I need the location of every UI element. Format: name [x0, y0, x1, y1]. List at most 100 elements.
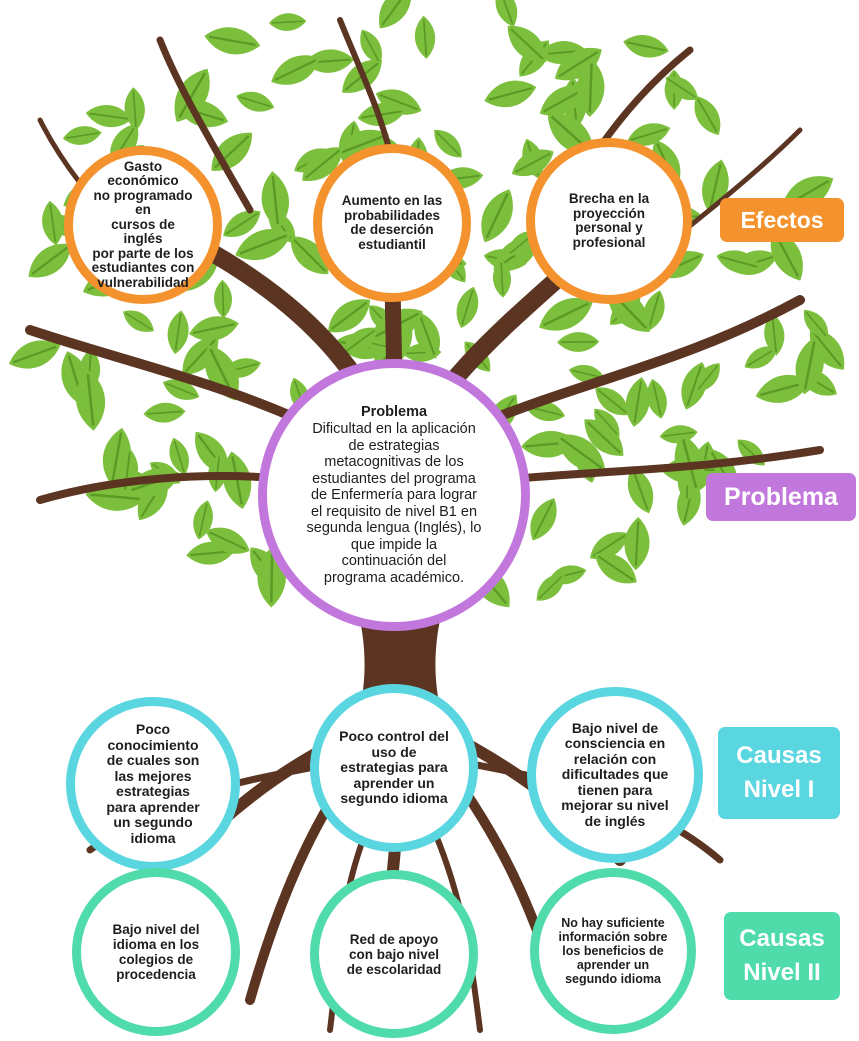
leaf [85, 105, 132, 128]
leaf [511, 149, 554, 177]
leaf [737, 439, 765, 466]
leaf [62, 126, 102, 145]
leaf [595, 553, 637, 584]
leaf [594, 408, 620, 437]
leaf [764, 313, 785, 356]
leaf [414, 311, 440, 359]
leaf [456, 286, 479, 329]
leaf [539, 85, 587, 116]
leaf [204, 27, 261, 55]
leaf [530, 498, 557, 541]
tree-branch [156, 36, 254, 214]
problem-title: Problema [360, 404, 428, 420]
effect-circle-3: Brecha en la proyección personal y profe… [526, 138, 692, 304]
effect-circle-1: Gasto económico no programado en cursos … [64, 146, 222, 304]
effect-text-2: Aumento en las probabilidades de deserci… [341, 193, 443, 252]
leaf [484, 80, 537, 108]
leaf [360, 29, 382, 64]
cause-level1-circle-2: Poco control del uso de estrategias para… [310, 684, 478, 852]
effect-circle-2: Aumento en las probabilidades de deserci… [313, 144, 471, 302]
leaf [481, 189, 513, 243]
leaf [627, 123, 671, 146]
leaf [214, 279, 232, 319]
leaf [379, 0, 412, 29]
leaf [269, 13, 307, 31]
leaf [589, 532, 629, 560]
label-effects: Efectos [720, 198, 844, 242]
label-problem: Problema [706, 473, 856, 521]
leaf [123, 310, 154, 332]
leaf [694, 96, 721, 136]
leaf [624, 516, 650, 571]
label-causes-level-2: Causas Nivel II [724, 912, 840, 1000]
leaf [536, 573, 565, 601]
cause-level1-text-3: Bajo nivel de consciencia en relación co… [561, 719, 669, 829]
cause-level1-text-1: Poco conocimiento de cuales son las mejo… [106, 721, 200, 846]
leaf [271, 55, 320, 85]
effect-text-3: Brecha en la proyección personal y profe… [568, 191, 650, 250]
cause-level1-circle-3: Bajo nivel de consciencia en relación co… [527, 687, 703, 863]
leaf [665, 76, 699, 101]
leaf [28, 243, 72, 278]
leaf [507, 25, 547, 63]
leaf [189, 316, 239, 341]
leaf [205, 527, 250, 554]
leaf [290, 236, 329, 275]
tree-branch [485, 295, 805, 425]
leaf [539, 297, 594, 331]
cause-level2-text-3: No hay suficiente información sobre los … [558, 916, 668, 986]
cause-level2-text-2: Red de apoyo con bajo nivel de escolarid… [346, 931, 442, 977]
leaf [342, 327, 378, 355]
problem-circle: Problema Dificultad en la aplicación de … [258, 359, 530, 631]
problem-text: Dificultad en la aplicación de estrategi… [306, 421, 482, 586]
leaf [595, 387, 629, 416]
cause-level2-circle-1: Bajo nivel del idioma en los colegios de… [72, 868, 240, 1036]
leaf [557, 332, 600, 352]
leaf [302, 147, 343, 181]
leaf [174, 68, 210, 122]
leaf [167, 310, 189, 355]
label-causes-level-1: Causas Nivel I [718, 727, 840, 819]
tree-branch [337, 17, 395, 163]
leaf [434, 129, 462, 158]
leaf [143, 402, 186, 423]
cause-level2-circle-2: Red de apoyo con bajo nivel de escolarid… [310, 870, 478, 1038]
leaf [809, 328, 845, 370]
leaf [75, 369, 106, 431]
leaf [169, 437, 189, 475]
leaf [223, 210, 261, 237]
leaf [357, 102, 406, 127]
leaf [646, 378, 667, 419]
leaf [795, 336, 824, 395]
leaf [495, 0, 518, 27]
leaf [623, 35, 669, 58]
leaf [124, 87, 145, 131]
leaf [493, 259, 511, 298]
leaf [261, 171, 290, 229]
leaf [695, 363, 720, 392]
leaf [625, 377, 650, 427]
leaf [577, 58, 605, 118]
leaf [803, 309, 829, 339]
tree-branch [496, 446, 824, 484]
leaf [223, 451, 252, 510]
leaf [556, 434, 606, 472]
leaf [627, 466, 654, 514]
leaf [755, 374, 811, 403]
cause-level1-text-2: Poco control del uso de estrategias para… [339, 728, 449, 807]
leaf [554, 48, 602, 81]
leaf [716, 250, 761, 274]
leaf [744, 346, 778, 369]
leaf [236, 91, 275, 112]
leaf [8, 340, 61, 369]
leaf [414, 15, 436, 59]
leaf [328, 299, 371, 333]
leaf [162, 379, 200, 400]
problem-content: Problema Dificultad en la aplicación de … [281, 404, 508, 586]
cause-level1-circle-1: Poco conocimiento de cuales son las mejo… [66, 697, 240, 871]
tree-branch [25, 325, 305, 425]
cause-level2-text-1: Bajo nivel del idioma en los colegios de… [112, 922, 200, 982]
effect-text-1: Gasto económico no programado en cursos … [91, 158, 195, 290]
